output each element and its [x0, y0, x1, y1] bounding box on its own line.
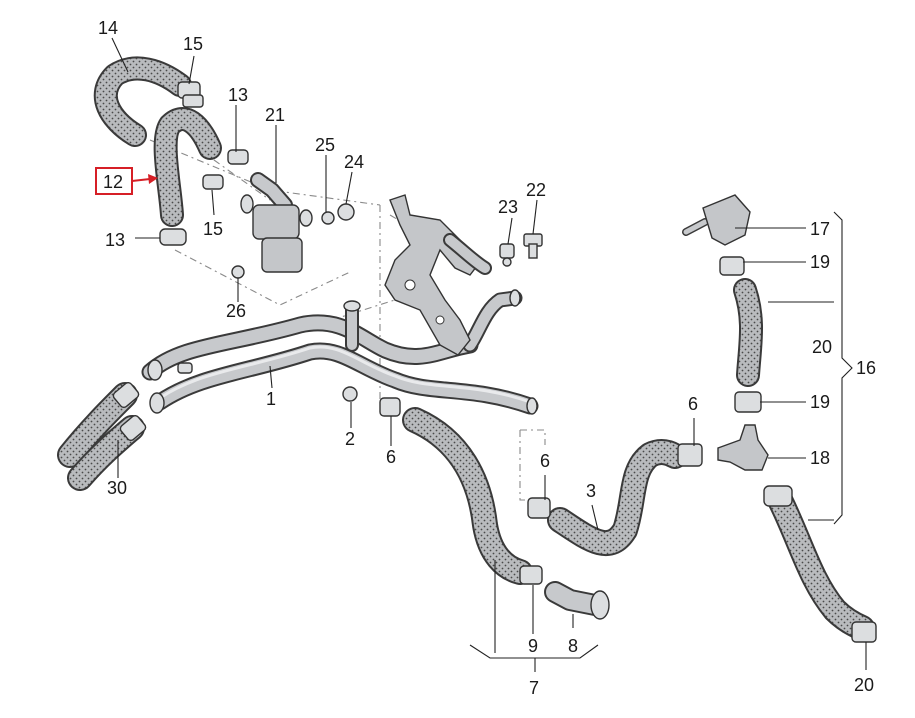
label-25: 25 — [315, 135, 335, 155]
mounting-bracket — [384, 194, 492, 356]
label-20a: 20 — [812, 337, 832, 357]
part-labels: 14 15 13 21 25 24 12 15 13 23 22 26 1 2 … — [98, 18, 876, 698]
label-21: 21 — [265, 105, 285, 125]
label-16: 16 — [856, 358, 876, 378]
label-18: 18 — [810, 448, 830, 468]
label-6a: 6 — [386, 447, 396, 467]
label-6b: 6 — [540, 451, 550, 471]
label-26: 26 — [226, 301, 246, 321]
bolts-22-23 — [499, 233, 543, 267]
label-8: 8 — [568, 636, 578, 656]
nut-2 — [342, 386, 358, 402]
label-19a: 19 — [810, 252, 830, 272]
label-6c: 6 — [688, 394, 698, 414]
label-13a: 13 — [228, 85, 248, 105]
hose-7 — [402, 407, 610, 620]
callout-12 — [95, 167, 158, 195]
label-20b: 20 — [854, 675, 874, 695]
hoses-30 — [57, 381, 147, 491]
label-12: 12 — [103, 172, 123, 192]
leader-lines — [111, 37, 867, 672]
coolant-pipe-assembly — [141, 289, 539, 415]
hose-12 — [153, 107, 222, 227]
label-17: 17 — [810, 219, 830, 239]
label-7: 7 — [529, 678, 539, 698]
label-15a: 15 — [183, 34, 203, 54]
clamp-6-left — [379, 397, 401, 417]
hose-14 — [93, 56, 192, 147]
label-15b: 15 — [203, 219, 223, 239]
label-24: 24 — [344, 152, 364, 172]
label-14: 14 — [98, 18, 118, 38]
label-19b: 19 — [810, 392, 830, 412]
valve-21 — [231, 172, 355, 279]
label-1: 1 — [266, 389, 276, 409]
label-23: 23 — [498, 197, 518, 217]
label-30: 30 — [107, 478, 127, 498]
label-9: 9 — [528, 636, 538, 656]
label-13b: 13 — [105, 230, 125, 250]
label-2: 2 — [345, 429, 355, 449]
label-3: 3 — [586, 481, 596, 501]
clamps-upper-left — [159, 81, 249, 246]
label-22: 22 — [526, 180, 546, 200]
assembly-16 — [682, 194, 877, 643]
hose-3 — [527, 439, 703, 557]
